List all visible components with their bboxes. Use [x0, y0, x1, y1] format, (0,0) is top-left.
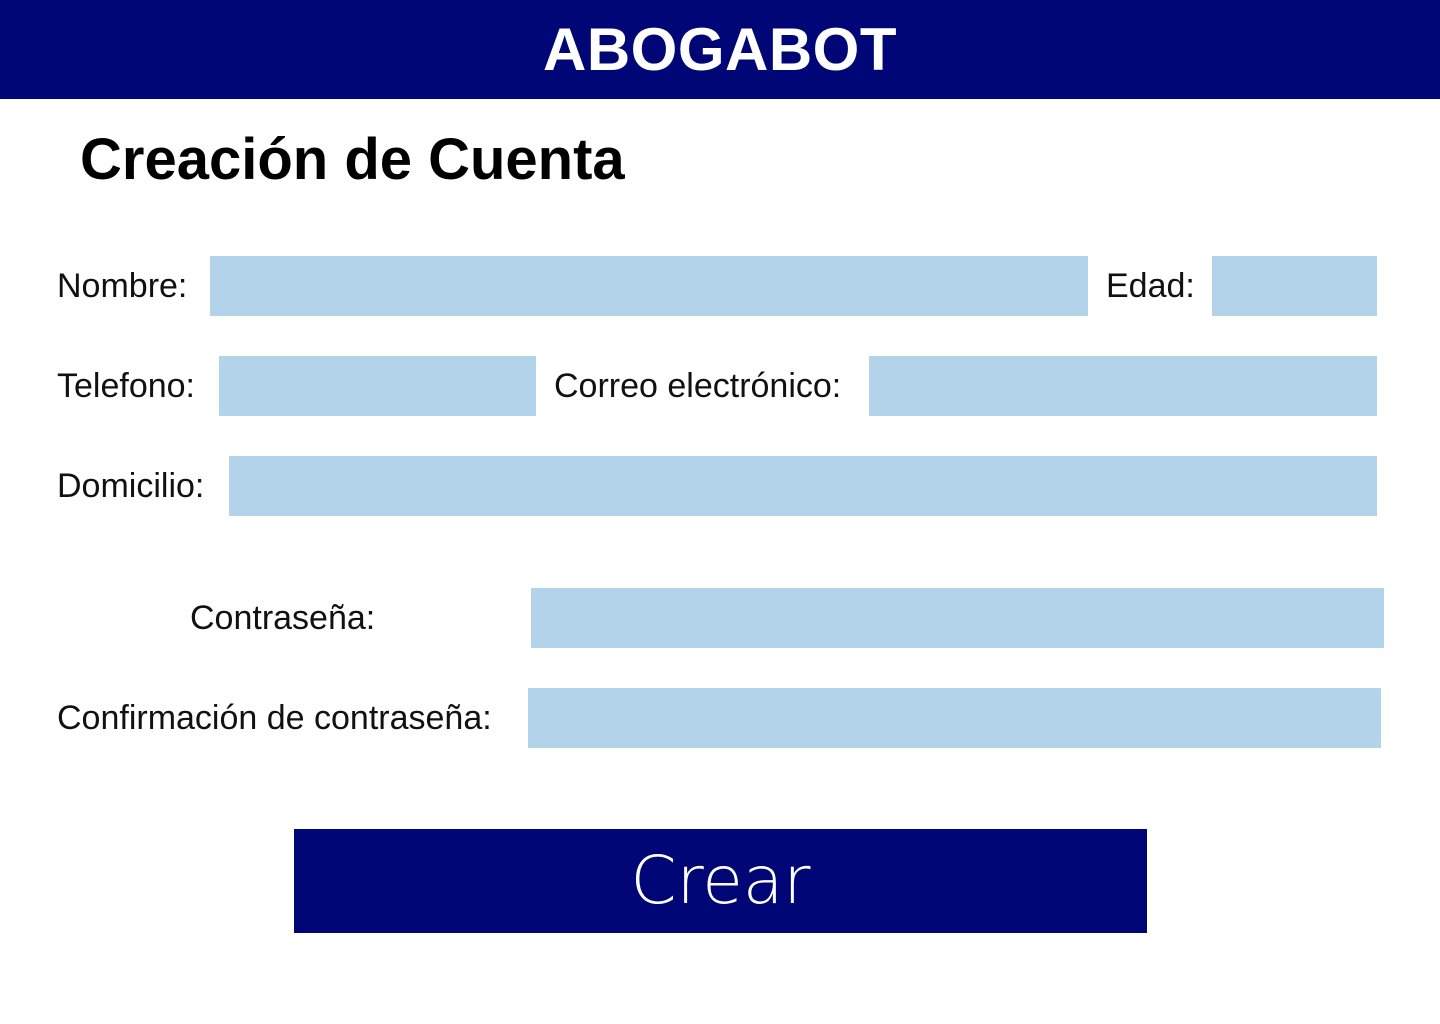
telefono-input[interactable] [219, 356, 536, 416]
page-title: Creación de Cuenta [80, 127, 625, 192]
domicilio-input[interactable] [229, 456, 1377, 516]
create-button[interactable]: Crear [294, 829, 1147, 933]
contrasena-input[interactable] [531, 588, 1384, 648]
edad-input[interactable] [1212, 256, 1377, 316]
nombre-label: Nombre: [57, 267, 188, 305]
app-title: ABOGABOT [543, 15, 897, 83]
confirmacion-label: Confirmación de contraseña: [57, 699, 492, 737]
correo-label: Correo electrónico: [554, 367, 842, 405]
confirmacion-input[interactable] [528, 688, 1381, 748]
contrasena-label: Contraseña: [190, 599, 376, 637]
edad-label: Edad: [1106, 267, 1195, 305]
domicilio-label: Domicilio: [57, 467, 205, 505]
nombre-input[interactable] [210, 256, 1088, 316]
telefono-label: Telefono: [57, 367, 195, 405]
app-header: ABOGABOT [0, 0, 1440, 99]
correo-input[interactable] [869, 356, 1377, 416]
